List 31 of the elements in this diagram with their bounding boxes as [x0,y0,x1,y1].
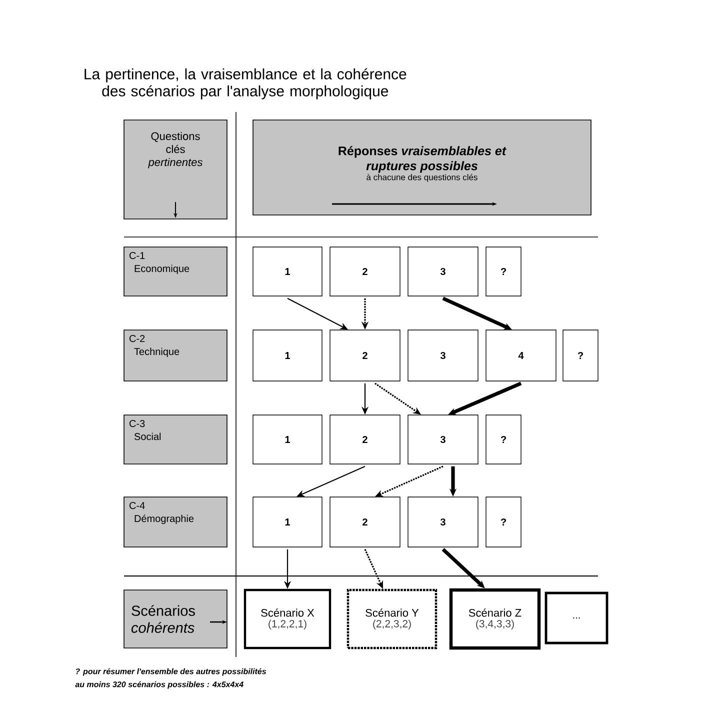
answer-box: 2 [330,246,400,296]
answer-box: 1 [252,330,322,382]
answer-box: ? [486,496,522,548]
question-box: C-2 Technique [124,330,228,382]
answer-box: 4 [486,330,556,382]
answer-box: 1 [252,246,322,296]
row-header-box: Scénarios cohérents [124,590,228,648]
header-box: Réponses vraisemblables et ruptures possibles à chacune des questions clés [252,120,592,216]
answer-box: 3 [408,414,478,464]
note: ? pour résumer l'ensemble des autres possibilités [76,668,266,676]
title: La pertinence, la vraisemblance et la cohérence des scénarios par l'analyse morphologique [84,68,406,100]
scenario-box: ... [544,592,608,644]
answer-box: 1 [252,496,322,548]
answer-box: 2 [330,330,400,382]
question-box: C-1 Economique [124,246,228,296]
header-box: Questions clés pertinentes [124,120,228,220]
answer-box: ? [486,246,522,296]
answer-box: 3 [408,496,478,548]
answer-box: 1 [252,414,322,464]
scenario-box: Scénario X (1,2,2,1) [244,588,332,650]
answer-box: 3 [408,246,478,296]
answer-box: 2 [330,496,400,548]
note: au moins 320 scénarios possibles : 4x5x4x4 [75,681,244,689]
question-box: C-4 Démographie [124,496,228,548]
answer-box: 2 [330,414,400,464]
answer-box: 3 [408,330,478,382]
question-box: C-3 Social [124,414,228,464]
answer-box: ? [486,414,522,464]
scenario-box: Scénario Y (2,2,3,2) [346,588,438,650]
scenario-box: Scénario Z (3,4,3,3) [449,588,541,650]
answer-box: ? [562,330,598,382]
